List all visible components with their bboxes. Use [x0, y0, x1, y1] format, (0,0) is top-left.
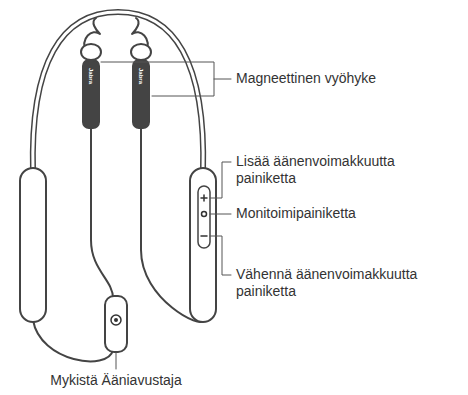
leader-line [210, 236, 231, 275]
left-pod [20, 168, 46, 322]
part-label: Vähennä äänenvoimakkuutta painiketta [236, 266, 451, 300]
right-eargel [131, 44, 151, 60]
left-cable [91, 128, 113, 298]
brand-mark: Jabra [137, 68, 144, 84]
left-eargel [81, 44, 101, 60]
part-label: Lisää äänenvoimakkuutta painiketta [236, 153, 451, 187]
mute-button [111, 315, 121, 325]
leader-line [210, 214, 231, 215]
mute-button-dot [114, 318, 118, 322]
magnet-bracket [101, 62, 231, 96]
multifunction-button [202, 212, 207, 217]
volume-down-button [201, 235, 207, 237]
part-label: Monitoimipainiketta [236, 205, 451, 222]
neckband [33, 12, 203, 172]
left-earbud [83, 60, 99, 128]
volume-up-button [201, 195, 207, 201]
leader-line [210, 162, 231, 198]
inline-remote [105, 296, 127, 352]
part-label: Magneettinen vyöhyke [236, 70, 451, 87]
right-pod [190, 168, 216, 322]
part-label: Mykistä Ääniavustaja [50, 372, 182, 389]
right-earbud [133, 60, 149, 128]
brand-mark: Jabra [87, 68, 94, 84]
neckband-inner [33, 12, 203, 172]
remote-cable [33, 320, 113, 361]
leader-line [116, 353, 117, 369]
button-panel [198, 186, 210, 248]
